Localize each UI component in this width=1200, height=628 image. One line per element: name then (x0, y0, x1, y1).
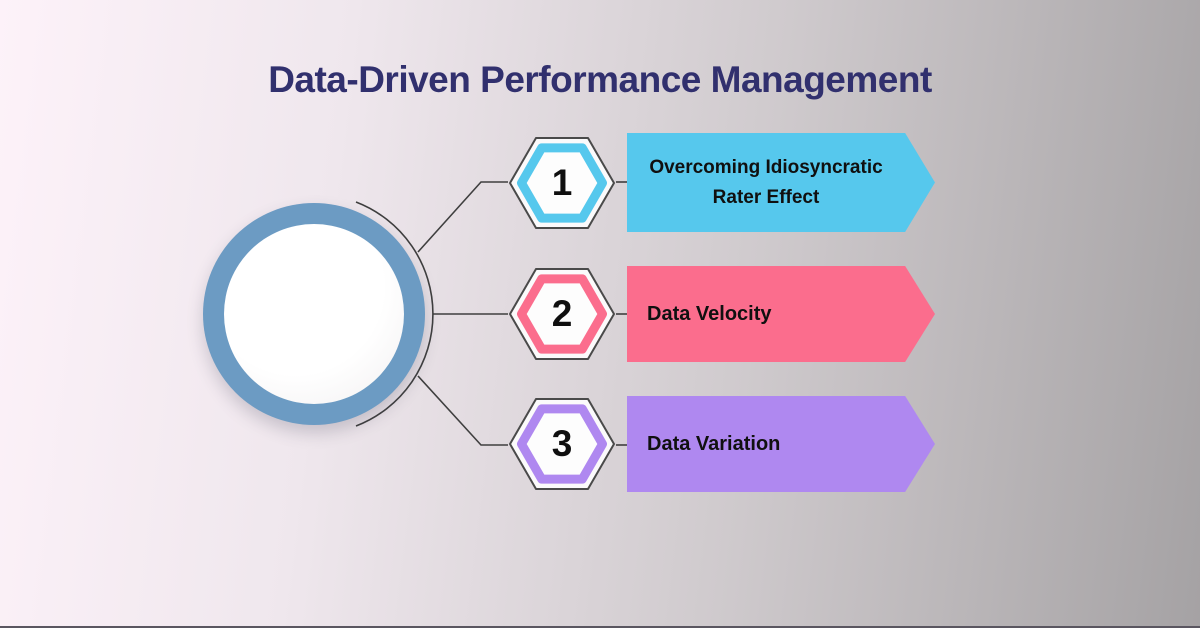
hexagon-icon (509, 268, 615, 360)
step-number: 2 (551, 293, 573, 334)
hexagon-icon (509, 136, 615, 229)
step-label: Overcoming Idiosyncratic Rater Effect (649, 157, 883, 208)
step-label: Data Variation (647, 432, 781, 455)
step-row-2: 2 Data Velocity (508, 266, 938, 362)
connector-line-1 (417, 181, 508, 253)
step-row-3: 3 Data Variation (508, 396, 938, 492)
step-label: Data Velocity (647, 302, 772, 325)
central-circle-inner (224, 224, 404, 404)
step-number: 1 (551, 161, 573, 203)
connector-line-3 (417, 375, 508, 446)
step-number: 3 (551, 423, 573, 464)
step-banner-3: Data Variation (627, 396, 935, 492)
circle-arc (355, 201, 434, 427)
central-circle (203, 203, 425, 425)
step-row-1: 1 Overcoming Idiosyncratic Rater Effect (508, 133, 938, 232)
step-badge-1: 1 (508, 135, 616, 231)
hexagon-icon (509, 398, 615, 490)
step-badge-2: 2 (508, 266, 616, 362)
step-banner-1: Overcoming Idiosyncratic Rater Effect (627, 133, 935, 232)
bottom-edge-strip (0, 626, 1200, 628)
step-badge-3: 3 (508, 396, 616, 492)
step-banner-2: Data Velocity (627, 266, 935, 362)
page-title: Data-Driven Performance Management (268, 58, 932, 100)
